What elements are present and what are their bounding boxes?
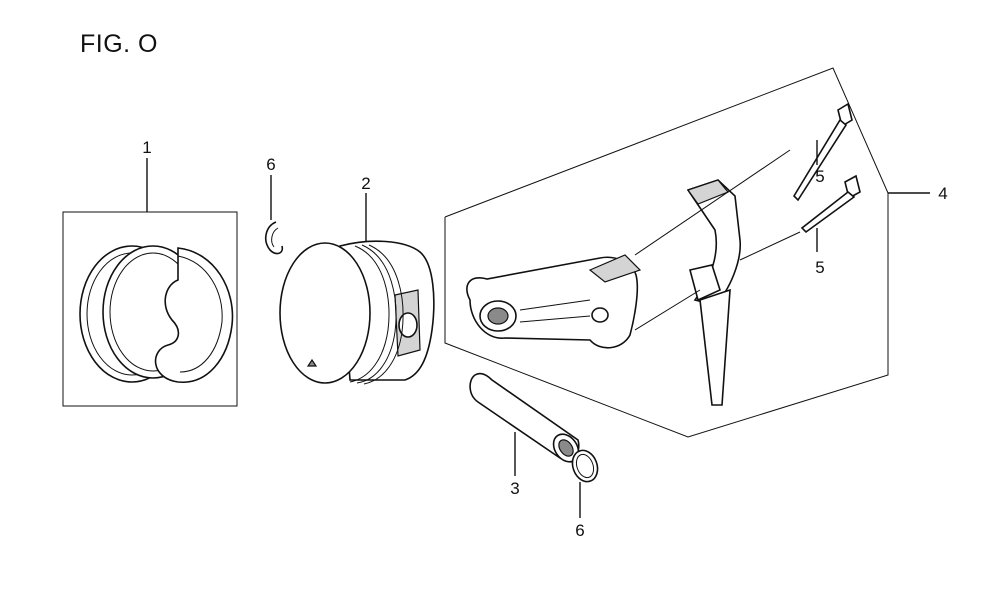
- callout-3: 3: [510, 479, 519, 498]
- callout-6-upper: 6: [266, 155, 275, 174]
- guide-line-cap: [634, 289, 701, 331]
- rod-bolt-upper: [792, 102, 853, 202]
- callout-5-lower: 5: [815, 258, 824, 277]
- figure-title: FIG. O: [80, 30, 158, 58]
- callout-6-lower: 6: [575, 521, 584, 540]
- piston-crown: [279, 242, 371, 384]
- callout-2: 2: [361, 174, 370, 193]
- callout-4: 4: [938, 184, 947, 203]
- small-end-bore: [487, 307, 509, 325]
- ring-set-frame: [62, 211, 238, 407]
- big-end-cap-seat: [588, 254, 642, 283]
- rod-bolt-hole: [591, 307, 609, 323]
- connecting-rod: [466, 254, 642, 349]
- guide-line-lower-bolt: [739, 231, 801, 261]
- oil-ring-inner: [177, 255, 223, 373]
- callout-1: 1: [142, 138, 151, 157]
- rod-assembly-frame: [444, 67, 889, 438]
- pin-clip-upper-icon: [264, 221, 284, 255]
- guide-line-upper-bolt: [634, 149, 791, 256]
- pin-clip-lower-icon: [571, 449, 599, 483]
- piston-pin: [469, 372, 580, 463]
- piston-ring-set: [62, 211, 238, 407]
- callout-5-upper: 5: [815, 167, 824, 186]
- rod-bolt-lower: [800, 174, 861, 234]
- piston: [279, 240, 435, 385]
- oil-dipper: [699, 288, 731, 406]
- bolt-shank-lower: [800, 190, 856, 234]
- piston-arrow-mark: [306, 358, 318, 367]
- bolt-shank-upper: [792, 118, 848, 202]
